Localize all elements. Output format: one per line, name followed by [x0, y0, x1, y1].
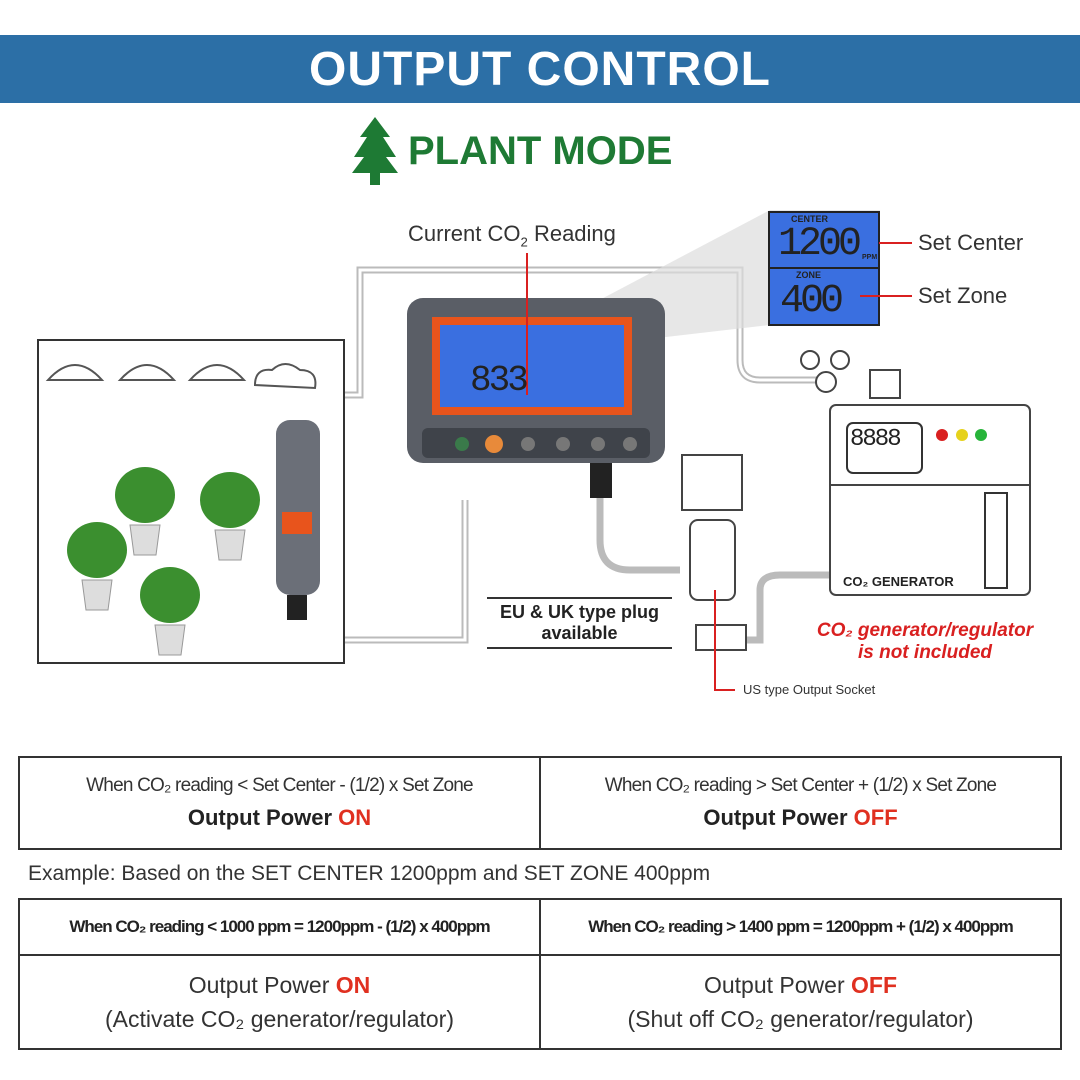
- plants-icon: [67, 467, 260, 656]
- title-banner: OUTPUT CONTROL: [0, 35, 1080, 103]
- regulator-icon: [800, 350, 901, 399]
- example-action: (Shut off CO₂ generator/regulator): [627, 1006, 974, 1032]
- example-off-cell: Output Power OFF (Shut off CO₂ generator/…: [539, 954, 1062, 1050]
- example-text: Example: Based on the SET CENTER 1200ppm…: [28, 862, 711, 885]
- label-text: Reading: [527, 221, 616, 246]
- plug-note-line: EU & UK type plug: [499, 602, 659, 622]
- example-table: When CO₂ reading < 1000 ppm = 1200ppm - …: [18, 898, 1062, 1050]
- example-on-cell: Output Power ON (Activate CO₂ generator/r…: [18, 954, 541, 1050]
- lcd-zone-caption: ZONE: [796, 270, 822, 280]
- example-output: Output Power OFF: [541, 968, 1060, 1002]
- controller-buttons: [455, 435, 637, 453]
- example-action: (Activate CO₂ generator/regulator): [105, 1006, 454, 1032]
- rule-condition: When CO₂ reading < Set Center - (1/2) x …: [86, 775, 473, 796]
- controller-lcd: [440, 325, 624, 407]
- note-line: CO₂ generator/regulator: [816, 620, 1034, 641]
- mode-heading: PLANT MODE: [352, 116, 672, 186]
- set-center-label: Set Center: [918, 230, 1024, 255]
- mode-label: PLANT MODE: [408, 128, 673, 173]
- output-state-off: OFF: [851, 972, 898, 998]
- socket-label: US type Output Socket: [743, 682, 876, 697]
- generator-display: 8888: [850, 426, 902, 453]
- rule-table: When CO₂ reading < Set Center - (1/2) x …: [18, 756, 1062, 850]
- output-state-on: ON: [335, 972, 371, 998]
- wall-outlet: [681, 454, 743, 511]
- output-socket-adapter: [689, 519, 736, 601]
- output-state-on: ON: [338, 805, 372, 830]
- set-zone-label: Set Zone: [918, 283, 1008, 308]
- rule-on-cell: When CO₂ reading < Set Center - (1/2) x …: [18, 756, 541, 850]
- output-state-off: OFF: [853, 805, 898, 830]
- rule-output: Output Power OFF: [541, 805, 1060, 831]
- example-off-condition: When CO₂ reading > 1400 ppm = 1200ppm + …: [539, 898, 1062, 956]
- output-prefix: Output Power: [703, 972, 852, 998]
- page-title: OUTPUT CONTROL: [309, 42, 771, 96]
- output-prefix: Output Power: [703, 805, 854, 830]
- tree-icon: [352, 117, 398, 185]
- current-reading-label: Current CO2 Reading: [408, 221, 616, 250]
- plug-note-line: available: [541, 623, 618, 643]
- lcd-zone-value: 400: [780, 279, 844, 324]
- grow-lights: [45, 363, 317, 390]
- setup-diagram: [37, 210, 1031, 691]
- rule-condition: When CO₂ reading > Set Center + (1/2) x …: [604, 775, 997, 796]
- rule-output: Output Power ON: [20, 805, 539, 831]
- generator-label: CO₂ GENERATOR: [843, 574, 954, 589]
- co2-sensor-probe: [276, 420, 320, 620]
- note-line: is not included: [857, 642, 993, 663]
- controller-current-value: 833: [470, 360, 529, 401]
- example-output: Output Power ON: [20, 968, 539, 1002]
- lcd-unit: PPM: [862, 254, 878, 261]
- example-on-condition: When CO₂ reading < 1000 ppm = 1200ppm - …: [18, 898, 541, 956]
- lcd-center-value: 1200: [778, 222, 862, 267]
- rule-off-cell: When CO₂ reading > Set Center + (1/2) x …: [539, 756, 1062, 850]
- output-prefix: Output Power: [187, 805, 339, 830]
- lcd-center-caption: CENTER: [791, 214, 829, 224]
- output-prefix: Output Power: [188, 972, 336, 998]
- label-text: Current CO: [408, 221, 521, 246]
